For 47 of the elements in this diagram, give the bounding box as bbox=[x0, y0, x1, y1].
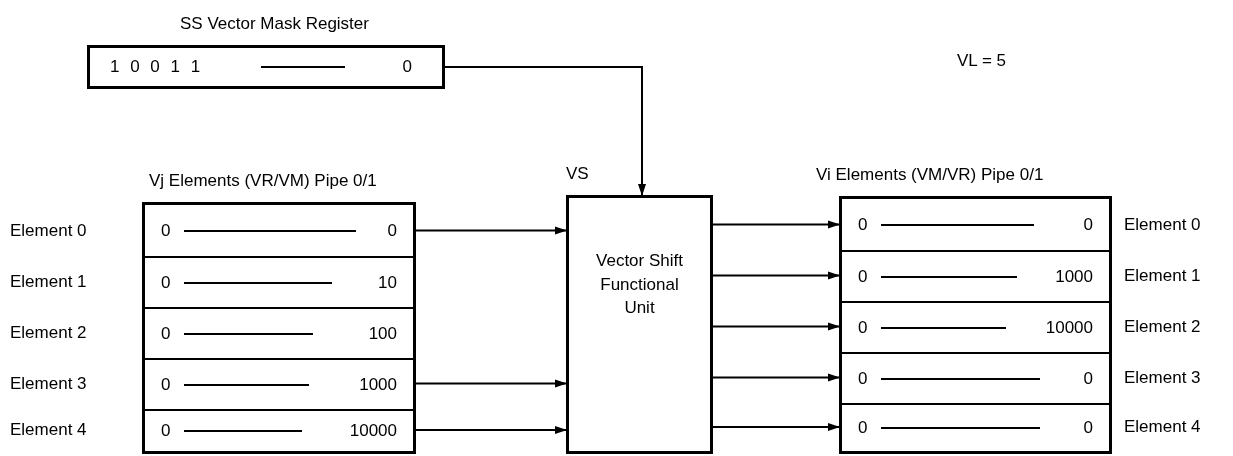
arrow bbox=[415, 226, 567, 235]
element-label: Element 0 bbox=[1124, 214, 1201, 235]
element-value: 0 bbox=[161, 220, 171, 241]
element-value: 0 bbox=[161, 421, 171, 441]
register-title: Vj Elements (VR/VM) Pipe 0/1 bbox=[149, 171, 377, 191]
element-value: 0 bbox=[858, 317, 868, 338]
element-value: 0 bbox=[858, 214, 868, 235]
element-value: 1000 bbox=[359, 374, 397, 395]
element-label: Element 4 bbox=[1124, 417, 1201, 437]
element-value: 0 bbox=[387, 220, 397, 241]
element-label: Element 4 bbox=[10, 420, 87, 440]
arrow bbox=[712, 220, 840, 229]
element-value: 0 bbox=[1083, 418, 1093, 438]
element-label: Element 3 bbox=[1124, 367, 1201, 388]
mask-bits: 1 0 0 1 1 bbox=[110, 57, 204, 77]
element-label: Element 1 bbox=[10, 271, 87, 292]
bit-value: 0 bbox=[402, 57, 412, 77]
arrow bbox=[712, 373, 840, 382]
element-label: Element 3 bbox=[10, 373, 87, 394]
element-value: 0 bbox=[1083, 368, 1093, 389]
element-value: 0 bbox=[858, 368, 868, 389]
element-label: Element 1 bbox=[1124, 265, 1201, 286]
arrow bbox=[712, 271, 840, 280]
element-label: Element 0 bbox=[10, 220, 87, 241]
register-title: SS Vector Mask Register bbox=[180, 14, 369, 34]
register-title: Vi Elements (VM/VR) Pipe 0/1 bbox=[816, 165, 1044, 185]
element-value: 0 bbox=[858, 266, 868, 287]
element-value: 0 bbox=[161, 374, 171, 395]
arrow bbox=[712, 322, 840, 331]
element-value: 10000 bbox=[349, 421, 397, 441]
unit-label: VS bbox=[566, 164, 589, 184]
element-label: Element 2 bbox=[10, 322, 87, 343]
element-value: 0 bbox=[161, 272, 171, 293]
element-value: 10000 bbox=[1045, 317, 1093, 338]
arrow bbox=[415, 379, 567, 388]
element-value: 1000 bbox=[1055, 266, 1093, 287]
element-value: 100 bbox=[368, 323, 397, 344]
element-value: 0 bbox=[858, 418, 868, 438]
vector-length-note: VL = 5 bbox=[957, 51, 1006, 71]
element-value: 0 bbox=[161, 323, 171, 344]
element-value: 10 bbox=[378, 272, 397, 293]
arrow bbox=[415, 426, 567, 434]
arrow bbox=[712, 423, 840, 431]
unit-name: Vector Shift Functional Unit bbox=[595, 249, 684, 320]
element-label: Element 2 bbox=[1124, 316, 1201, 337]
element-value: 0 bbox=[1083, 214, 1093, 235]
arrow bbox=[444, 66, 646, 196]
